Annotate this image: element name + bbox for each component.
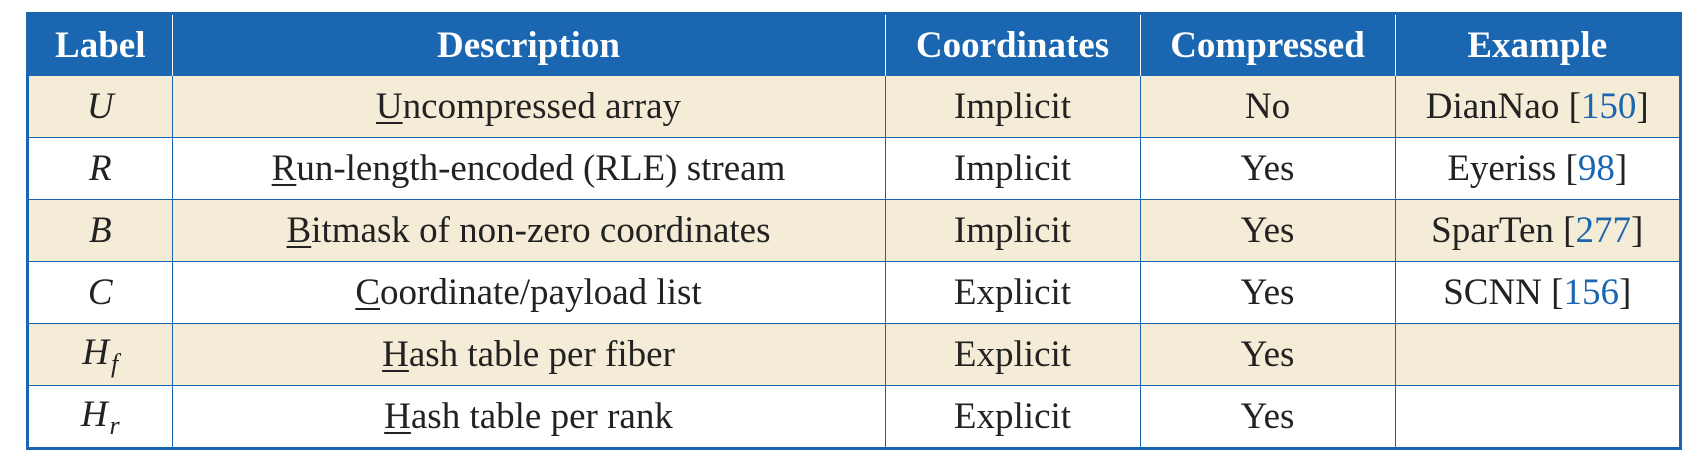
example-citation[interactable]: [277]	[1553, 210, 1644, 251]
label-main: U	[86, 86, 114, 127]
label-symbol: C	[88, 272, 113, 313]
example-citation[interactable]: [98]	[1556, 148, 1628, 189]
header-label: Label	[29, 15, 172, 76]
cell-label: R	[29, 137, 172, 200]
citation-link[interactable]: 98	[1577, 148, 1615, 189]
format-table-grid: Label Description Coordinates Compressed…	[29, 15, 1679, 447]
citation-link[interactable]: 156	[1563, 272, 1619, 313]
cell-example: SCNN [156]	[1394, 261, 1679, 324]
label-subscript: f	[111, 348, 119, 378]
cell-label: B	[29, 199, 172, 262]
cell-example: SparTen [277]	[1394, 199, 1679, 262]
header-coordinates: Coordinates	[884, 15, 1140, 76]
citation-link[interactable]: 150	[1580, 86, 1637, 127]
description-rest: oordinate/payload list	[380, 272, 702, 313]
description-initial: H	[384, 396, 411, 437]
cell-coordinates: Implicit	[884, 199, 1140, 262]
description-rest: itmask of non-zero coordinates	[311, 210, 771, 251]
table-row: Hr Hash table per rank Explicit Yes	[29, 385, 1679, 447]
example-name: SparTen	[1431, 210, 1554, 251]
cell-label: Hr	[29, 385, 172, 447]
label-main: H	[80, 393, 108, 435]
cell-label: Hf	[29, 323, 172, 386]
description-rest: un-length-encoded (RLE) stream	[296, 148, 786, 189]
cell-example: DianNao [150]	[1394, 75, 1679, 138]
cell-compressed: Yes	[1139, 137, 1395, 200]
example-name: Eyeriss	[1447, 148, 1557, 189]
label-main: B	[88, 210, 112, 251]
label-main: R	[88, 148, 112, 189]
label-main: H	[82, 331, 109, 373]
cell-coordinates: Explicit	[884, 323, 1140, 386]
label-symbol: Hr	[80, 393, 120, 440]
cell-compressed: No	[1139, 75, 1395, 138]
cell-compressed: Yes	[1139, 323, 1395, 386]
label-subscript: r	[109, 410, 120, 440]
example-citation[interactable]: [150]	[1559, 86, 1649, 127]
cell-coordinates: Implicit	[884, 137, 1140, 200]
cell-example	[1394, 385, 1679, 447]
example-citation[interactable]: [156]	[1541, 272, 1632, 313]
cell-example: Eyeriss [98]	[1394, 137, 1679, 200]
cell-description: Bitmask of non-zero coordinates	[171, 199, 885, 262]
citation-link[interactable]: 277	[1575, 210, 1632, 251]
cell-description: Uncompressed array	[171, 75, 885, 138]
cell-example	[1394, 323, 1679, 386]
cell-coordinates: Implicit	[884, 75, 1140, 138]
table-row: R Run-length-encoded (RLE) stream Implic…	[29, 137, 1679, 200]
table-row: U Uncompressed array Implicit No DianNao…	[29, 75, 1679, 138]
header-example: Example	[1394, 15, 1679, 76]
example-name: DianNao	[1425, 86, 1560, 127]
description-initial: B	[286, 210, 312, 251]
label-symbol: R	[89, 148, 112, 189]
description-rest: ncompressed array	[402, 86, 682, 127]
description-initial: U	[375, 86, 403, 127]
label-main: C	[87, 272, 113, 313]
cell-description: Hash table per fiber	[171, 323, 885, 386]
cell-coordinates: Explicit	[884, 261, 1140, 324]
description-initial: H	[382, 334, 409, 375]
header-compressed: Compressed	[1139, 15, 1395, 76]
label-symbol: U	[87, 86, 114, 127]
table-row: B Bitmask of non-zero coordinates Implic…	[29, 199, 1679, 262]
cell-label: C	[29, 261, 172, 324]
cell-description: Run-length-encoded (RLE) stream	[171, 137, 885, 200]
table-header-row: Label Description Coordinates Compressed…	[29, 15, 1679, 76]
cell-compressed: Yes	[1139, 261, 1395, 324]
description-rest: ash table per fiber	[408, 334, 675, 375]
cell-description: Coordinate/payload list	[171, 261, 885, 324]
description-initial: C	[355, 272, 381, 313]
cell-description: Hash table per rank	[171, 385, 885, 447]
cell-compressed: Yes	[1139, 385, 1395, 447]
description-initial: R	[271, 148, 297, 189]
cell-compressed: Yes	[1139, 199, 1395, 262]
table-row: C Coordinate/payload list Explicit Yes S…	[29, 261, 1679, 324]
label-symbol: B	[89, 210, 112, 251]
format-table: Label Description Coordinates Compressed…	[26, 12, 1682, 450]
label-symbol: Hf	[82, 331, 118, 378]
cell-coordinates: Explicit	[884, 385, 1140, 447]
table-row: Hf Hash table per fiber Explicit Yes	[29, 323, 1679, 386]
example-name: SCNN	[1443, 272, 1542, 313]
cell-label: U	[29, 75, 172, 138]
description-rest: ash table per rank	[410, 396, 673, 437]
table-body: U Uncompressed array Implicit No DianNao…	[29, 75, 1679, 447]
header-description: Description	[171, 15, 885, 76]
